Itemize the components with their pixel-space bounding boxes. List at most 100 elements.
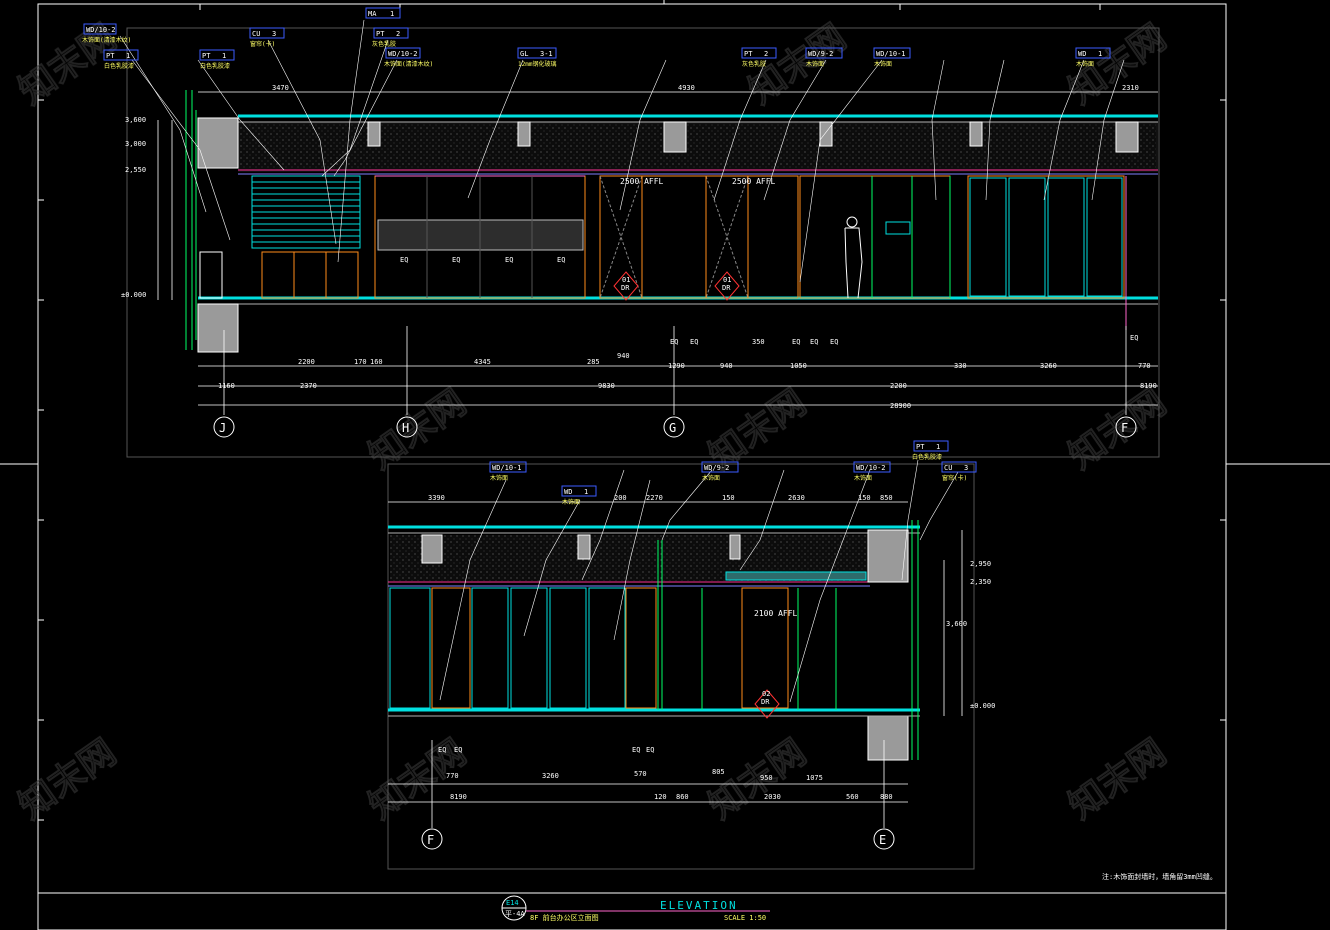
upper-tag-wd10-2-a[interactable]: WD/10-2 木饰面(清漆木纹) [82, 23, 131, 44]
svg-text:1050: 1050 [790, 362, 807, 370]
upper-tag-wd9-2[interactable]: WD/9-2 木饰面 [805, 47, 843, 68]
upper-glass-panels [969, 177, 1123, 297]
upper-tag-wd10-2-b[interactable]: WD/10-2 木饰面(清漆木纹) [384, 47, 433, 68]
svg-text:EQ: EQ [438, 746, 446, 754]
lower-dim-lines [388, 501, 963, 828]
svg-text:灰色乳胶: 灰色乳胶 [372, 40, 396, 48]
grid-label-g: G [669, 421, 676, 435]
eq-label: EQ [400, 256, 408, 264]
svg-text:9830: 9830 [598, 382, 615, 390]
door-mark: 02 [762, 690, 770, 698]
svg-text:1: 1 [584, 488, 588, 496]
svg-text:WD/10-2: WD/10-2 [388, 50, 418, 58]
svg-text:1: 1 [936, 443, 940, 451]
svg-text:WD: WD [564, 488, 572, 496]
lower-door-mark [754, 689, 780, 719]
lower-tag-wd9-2[interactable]: WD/9-2 木饰面 [701, 461, 739, 482]
svg-text:知末网: 知末网 [1062, 732, 1174, 828]
svg-text:1: 1 [126, 52, 130, 60]
svg-text:MA: MA [368, 10, 377, 18]
louvre-panel [199, 175, 361, 299]
lower-tag-wd10-1[interactable]: WD/10-1 木饰面 [489, 461, 527, 482]
svg-text:知末网: 知末网 [12, 732, 124, 828]
grid-label-j: J [219, 421, 226, 435]
upper-grid-markers [213, 416, 1137, 438]
svg-text:285: 285 [587, 358, 600, 366]
svg-text:2270: 2270 [646, 494, 663, 502]
drawing-scale: SCALE 1:50 [724, 914, 766, 922]
svg-text:3-1: 3-1 [540, 50, 553, 58]
svg-text:160: 160 [370, 358, 383, 366]
svg-text:3,000: 3,000 [125, 140, 146, 148]
svg-text:±0.000: ±0.000 [121, 291, 146, 299]
svg-text:±0.000: ±0.000 [970, 702, 995, 710]
svg-text:EQ: EQ [1130, 334, 1138, 342]
title-block: E14 平-4A 8F 前台办公区立面图 ELEVATION SCALE 1:5… [501, 872, 1217, 922]
svg-text:860: 860 [676, 793, 689, 801]
svg-text:2: 2 [396, 30, 400, 38]
upper-elevation[interactable]: J H G F 2200 170 160 4345 285 940 EQ EQ … [82, 7, 1160, 458]
lower-tag-pt1[interactable]: PT 1 白色乳胶漆 [912, 440, 949, 461]
eq-label: EQ [505, 256, 513, 264]
svg-text:木饰面: 木饰面 [702, 474, 720, 482]
svg-text:1290: 1290 [668, 362, 685, 370]
svg-text:EQ: EQ [670, 338, 678, 346]
lower-partitions [431, 587, 789, 709]
lower-elevation[interactable]: F E 3390 200 2270 150 2630 150 850 EQ EQ… [387, 440, 995, 870]
upper-tag-cu3[interactable]: CU 3 窗帘(卡) [249, 27, 285, 48]
lower-viewport [387, 463, 975, 870]
upper-partitions [641, 175, 1125, 299]
svg-text:知末网: 知末网 [1062, 382, 1174, 478]
upper-dim-lines [198, 91, 1158, 415]
svg-text:200: 200 [614, 494, 627, 502]
drawing-subtitle: 8F 前台办公区立面图 [530, 913, 599, 922]
svg-text:3: 3 [964, 464, 968, 472]
svg-text:2,550: 2,550 [125, 166, 146, 174]
eq-label: EQ [452, 256, 460, 264]
svg-text:EQ: EQ [810, 338, 818, 346]
upper-tag-pt2-b[interactable]: PT 2 灰色乳胶 [741, 47, 777, 68]
upper-tag-wd10-1[interactable]: WD/10-1 木饰面 [873, 47, 911, 68]
svg-text:PT: PT [916, 443, 925, 451]
upper-tag-wd1[interactable]: WD 1 木饰面 [1075, 47, 1111, 68]
svg-text:窗帘(卡): 窗帘(卡) [250, 40, 275, 48]
svg-text:850: 850 [880, 494, 893, 502]
svg-text:WD/9-2: WD/9-2 [704, 464, 729, 472]
title-ref-bottom: 平-4A [505, 910, 525, 918]
svg-text:770: 770 [1138, 362, 1151, 370]
svg-text:150: 150 [722, 494, 735, 502]
upper-tag-ma1[interactable]: MA 1 [365, 7, 401, 19]
svg-text:560: 560 [846, 793, 859, 801]
svg-text:2: 2 [764, 50, 768, 58]
door-mark: 01 [622, 276, 630, 284]
upper-tag-gl3-1[interactable]: GL 3-1 12mm钢化玻璃 [517, 47, 557, 68]
lower-tag-cu3[interactable]: CU 3 窗帘(卡) [941, 461, 977, 482]
svg-text:330: 330 [954, 362, 967, 370]
svg-text:白色乳胶漆: 白色乳胶漆 [200, 62, 230, 70]
svg-text:805: 805 [712, 768, 725, 776]
lower-light-trough [725, 571, 867, 581]
glass-wall [374, 175, 586, 299]
door-mark: DR [722, 284, 731, 292]
svg-text:WD/9-2: WD/9-2 [808, 50, 833, 58]
upper-tag-pt1-b[interactable]: PT 1 白色乳胶漆 [199, 49, 235, 70]
lower-tag-wd1[interactable]: WD 1 木饰面 [561, 485, 597, 506]
svg-text:8190: 8190 [450, 793, 467, 801]
svg-text:木饰面: 木饰面 [490, 474, 508, 482]
lower-dims-text: 3390 200 2270 150 2630 150 850 EQ EQ EQ … [428, 494, 995, 801]
svg-text:EQ: EQ [454, 746, 462, 754]
svg-text:770: 770 [446, 772, 459, 780]
svg-text:灰色乳胶: 灰色乳胶 [742, 60, 766, 68]
svg-text:PT: PT [744, 50, 753, 58]
upper-left-wall-lines [185, 90, 197, 350]
upper-tag-pt2-a[interactable]: PT 2 灰色乳胶 [372, 27, 409, 48]
svg-text:570: 570 [634, 770, 647, 778]
upper-tag-pt1-a[interactable]: PT 1 白色乳胶漆 [103, 49, 139, 70]
upper-ceiling-hatch [240, 124, 1156, 170]
svg-text:880: 880 [880, 793, 893, 801]
svg-text:CU: CU [944, 464, 952, 472]
lower-tag-wd10-2[interactable]: WD/10-2 木饰面 [853, 461, 891, 482]
door-mark: DR [761, 698, 770, 706]
upper-viewport [126, 27, 1160, 458]
